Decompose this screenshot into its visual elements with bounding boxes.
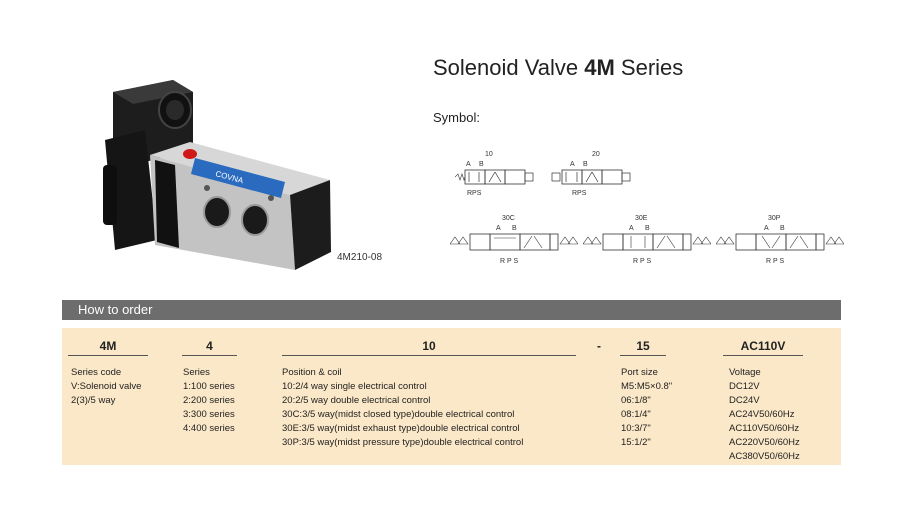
valve-product-image: COVNA <box>103 80 331 270</box>
svg-text:RPS: RPS <box>467 190 482 197</box>
how-to-order-bar: How to order <box>62 300 841 320</box>
position-list: Position & coil 10:2/4 way single electr… <box>282 367 524 448</box>
symbol-30e: 30E A B R P S <box>583 215 711 265</box>
svg-text:B: B <box>645 225 650 232</box>
svg-text:10: 10 <box>485 151 493 158</box>
dash-separator: - <box>597 339 601 353</box>
svg-text:B: B <box>512 225 517 232</box>
port-value: 15 <box>636 339 650 353</box>
page-title: Solenoid Valve 4M Series <box>433 55 684 80</box>
svg-text:A: A <box>466 161 471 168</box>
svg-text:A: A <box>570 161 575 168</box>
order-panel <box>62 328 841 465</box>
voltage-value: AC110V <box>740 339 786 353</box>
symbol-30p: 30P A B R P S <box>716 215 844 265</box>
svg-text:A: A <box>496 225 501 232</box>
svg-text:A: A <box>764 225 769 232</box>
underline <box>68 355 148 356</box>
symbol-label: Symbol: <box>433 110 480 125</box>
symbol-10: 10 A B RPS <box>455 151 534 197</box>
symbol-30c: 30C A B R P S <box>450 215 578 265</box>
svg-text:R P S: R P S <box>500 258 518 265</box>
svg-text:30P: 30P <box>768 215 781 222</box>
underline <box>182 355 237 356</box>
svg-text:R P S: R P S <box>766 258 784 265</box>
svg-text:B: B <box>583 161 588 168</box>
underline <box>620 355 666 356</box>
svg-text:B: B <box>780 225 785 232</box>
position-value: 10 <box>422 339 436 353</box>
underline <box>282 355 576 356</box>
svg-text:B: B <box>479 161 484 168</box>
port-list: Port size M5:M5×0.8" 06:1/8" 08:1/4" 10:… <box>621 367 673 448</box>
how-to-order-label: How to order <box>78 302 153 317</box>
svg-text:RPS: RPS <box>572 190 587 197</box>
svg-text:30C: 30C <box>502 215 515 222</box>
symbol-20: 20 A B RPS <box>551 151 631 197</box>
svg-text:A: A <box>629 225 634 232</box>
svg-text:R P S: R P S <box>633 258 651 265</box>
series-code-list: Series code V:Solenoid valve 2(3)/5 way <box>71 367 142 406</box>
model-label: 4M210-08 <box>337 252 383 263</box>
svg-text:20: 20 <box>592 151 600 158</box>
series-code-value: 4M <box>99 339 117 353</box>
series-value: 4 <box>206 339 213 353</box>
series-list: Series 1:100 series 2:200 series 3:300 s… <box>183 367 235 434</box>
svg-text:30E: 30E <box>635 215 648 222</box>
underline <box>723 355 803 356</box>
voltage-list: Voltage DC12V DC24V AC24V50/60Hz AC110V5… <box>729 367 800 462</box>
